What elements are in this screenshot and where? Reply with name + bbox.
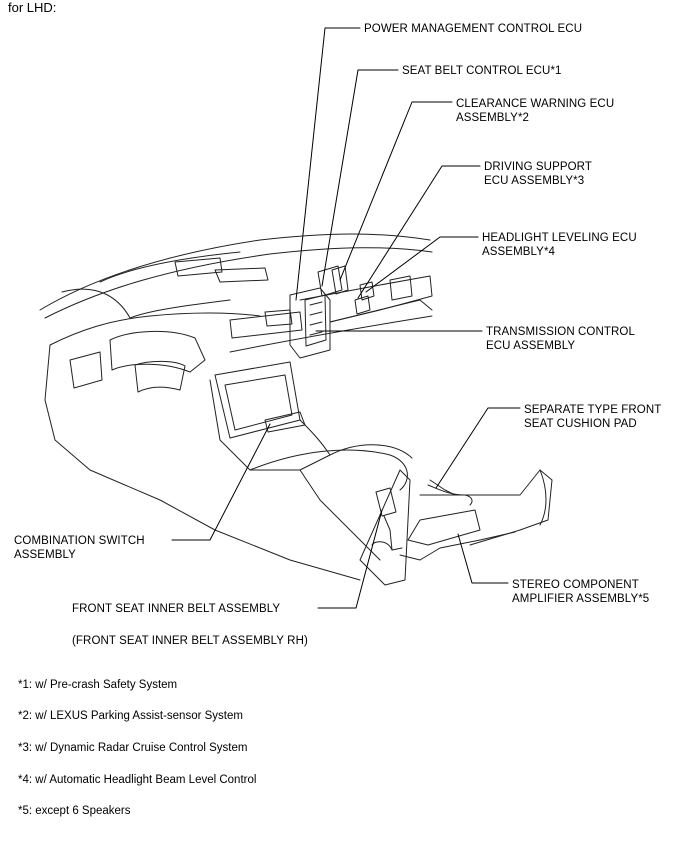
footnote-4: *4: w/ Automatic Headlight Beam Level Co… bbox=[18, 774, 257, 786]
label-seat-cushion-pad: SEPARATE TYPE FRONT SEAT CUSHION PAD bbox=[524, 404, 662, 430]
label-power-management-ecu: POWER MANAGEMENT CONTROL ECU bbox=[364, 23, 583, 35]
footnote-5: *5: except 6 Speakers bbox=[18, 805, 131, 817]
leader-lines bbox=[171, 27, 521, 609]
footnote-2: *2: w/ LEXUS Parking Assist-sensor Syste… bbox=[18, 710, 243, 722]
leader-stereo bbox=[457, 533, 509, 584]
seat-cushion-outline bbox=[399, 469, 553, 561]
leader-combination bbox=[171, 423, 271, 541]
label-front-seat-inner-belt: FRONT SEAT INNER BELT ASSEMBLY bbox=[72, 603, 281, 615]
label-stereo-amplifier: STEREO COMPONENT AMPLIFIER ASSEMBLY*5 bbox=[512, 579, 650, 605]
leader-front-belt bbox=[317, 509, 383, 609]
label-driving-support-ecu: DRIVING SUPPORT ECU ASSEMBLY*3 bbox=[484, 161, 592, 187]
belt-buckle bbox=[371, 487, 403, 551]
leader-clearance bbox=[339, 101, 453, 281]
footnote-3: *3: w/ Dynamic Radar Cruise Control Syst… bbox=[18, 742, 248, 754]
leader-driving-support bbox=[357, 165, 481, 299]
label-transmission-control-ecu: TRANSMISSION CONTROL ECU ASSEMBLY bbox=[486, 326, 635, 352]
label-clearance-warning-ecu: CLEARANCE WARNING ECU ASSEMBLY*2 bbox=[456, 98, 615, 124]
label-seat-belt-ecu: SEAT BELT CONTROL ECU*1 bbox=[402, 65, 562, 77]
page-header: for LHD: bbox=[8, 0, 57, 15]
dashboard-outline bbox=[39, 233, 433, 531]
leader-headlight bbox=[365, 236, 479, 293]
leader-power-mgmt bbox=[295, 27, 361, 301]
label-front-seat-inner-belt-rh: (FRONT SEAT INNER BELT ASSEMBLY RH) bbox=[72, 635, 308, 647]
footnote-1: *1: w/ Pre-crash Safety System bbox=[18, 679, 178, 691]
center-console bbox=[209, 361, 413, 586]
label-headlight-leveling-ecu: HEADLIGHT LEVELING ECU ASSEMBLY*4 bbox=[482, 232, 637, 258]
leader-seat-pad bbox=[435, 407, 521, 489]
label-combination-switch: COMBINATION SWITCH ASSEMBLY bbox=[14, 535, 145, 561]
leader-seat-belt bbox=[321, 69, 399, 287]
ecu-cluster bbox=[289, 265, 375, 359]
